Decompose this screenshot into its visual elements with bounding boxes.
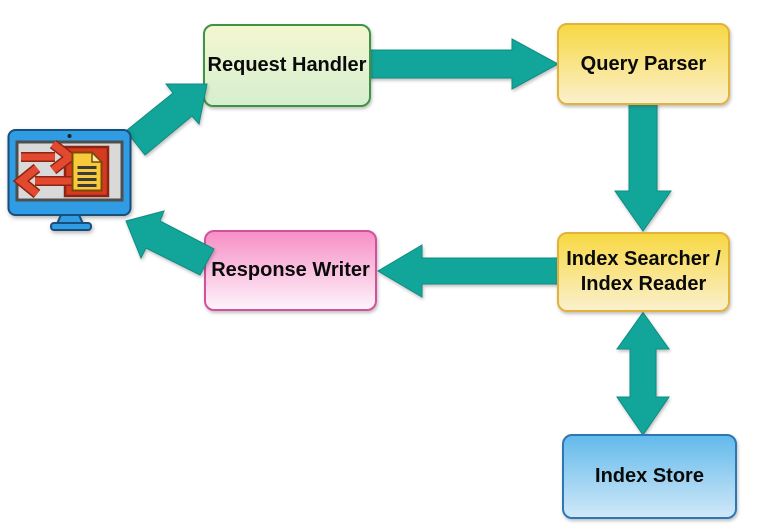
arrow-index-searcher-to-response-writer xyxy=(377,244,561,298)
node-query-parser-label: Query Parser xyxy=(580,52,707,75)
monitor-stand-base xyxy=(50,222,92,231)
node-index-searcher-label-line1: Index Searcher / xyxy=(566,248,721,270)
document-icon xyxy=(71,150,104,192)
node-index-store: Index Store xyxy=(562,434,737,519)
node-index-searcher-reader: Index Searcher / Index Reader xyxy=(557,232,730,312)
monitor-camera-dot xyxy=(67,134,72,138)
arrow-request-handler-to-query-parser xyxy=(367,38,560,90)
node-query-parser: Query Parser xyxy=(557,23,730,105)
node-index-searcher-label: Index Searcher / Index Reader xyxy=(566,247,721,297)
arrow-client-to-request-handler xyxy=(125,83,208,156)
node-index-searcher-label-line2: Index Reader xyxy=(580,273,707,295)
arrow-query-parser-to-index-searcher xyxy=(614,102,672,232)
node-index-store-label: Index Store xyxy=(595,465,704,487)
node-response-writer: Response Writer xyxy=(204,230,377,311)
node-response-writer-label: Response Writer xyxy=(211,259,370,281)
request-arrow-icon xyxy=(21,139,79,175)
response-arrow-icon xyxy=(12,163,77,199)
client-computer-icon xyxy=(7,129,132,231)
node-request-handler: Request Handler xyxy=(203,24,371,107)
arrow-response-writer-to-client xyxy=(125,210,215,276)
node-request-handler-label: Request Handler xyxy=(207,54,367,76)
